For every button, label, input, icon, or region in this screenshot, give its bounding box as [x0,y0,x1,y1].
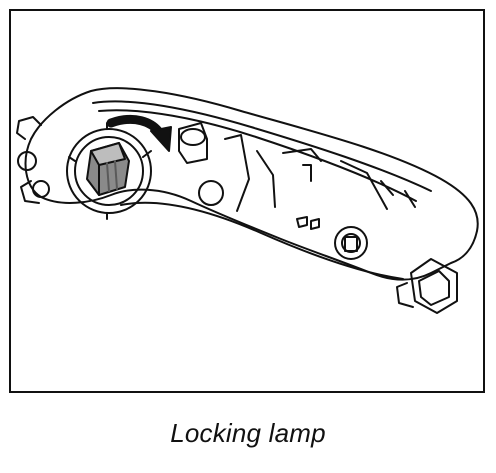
bulb-socket-inner [74,136,144,206]
figure-caption: Locking lamp [170,418,326,448]
illustration-frame [9,9,485,393]
small-bulb-holder [178,122,208,164]
housing-outline [24,87,479,281]
bulb-connector [86,142,130,196]
marker-socket [334,226,368,260]
housing-rim [92,100,432,192]
right-connector [396,258,458,314]
left-mount [16,116,42,140]
headlamp-illustration [16,87,479,314]
bulb-socket-outer [66,128,152,214]
